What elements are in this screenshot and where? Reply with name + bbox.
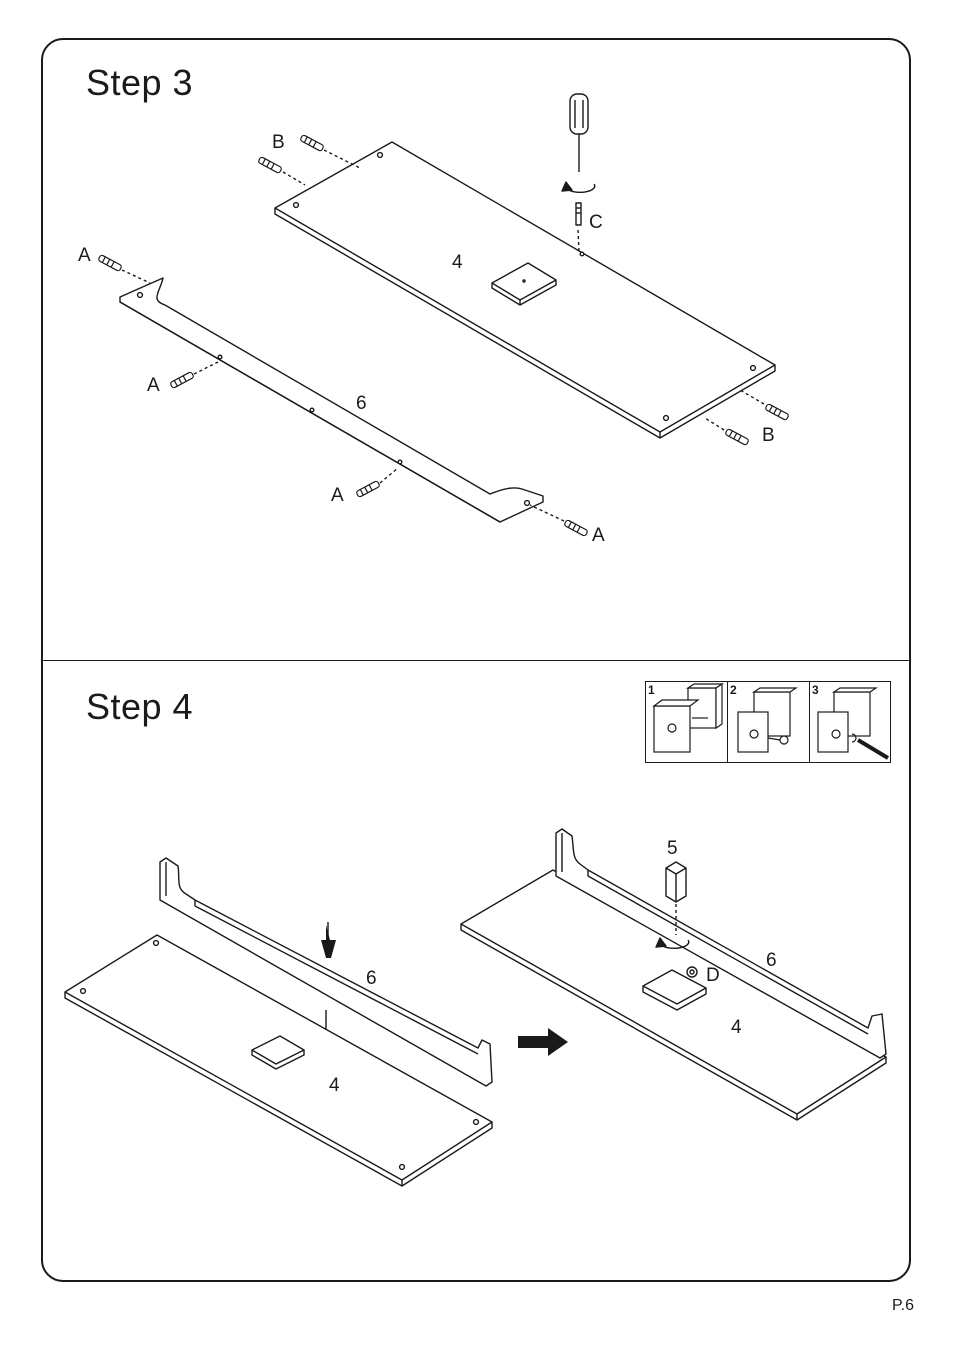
- inset-panel-2: 2: [728, 682, 810, 762]
- label-c: C: [589, 213, 603, 232]
- page-number: P.6: [892, 1297, 914, 1315]
- label-rail-6-right: 6: [766, 951, 777, 970]
- label-a-bottom: A: [331, 486, 344, 505]
- arrow-icon: [518, 1028, 568, 1056]
- label-b-top: B: [272, 133, 285, 152]
- inset-panel-1: 1: [646, 682, 728, 762]
- block-icon: [728, 682, 808, 762]
- detail-inset: 1 2 3: [645, 681, 891, 763]
- label-a-right: A: [592, 526, 605, 545]
- label-b-right: B: [762, 426, 775, 445]
- inset-number: 1: [648, 683, 655, 697]
- label-panel-4-left: 4: [329, 1076, 340, 1095]
- panel-4-left: [65, 935, 492, 1186]
- label-a-top: A: [78, 246, 91, 265]
- label-rail-6-left: 6: [366, 969, 377, 988]
- inset-panel-3: 3: [810, 682, 890, 762]
- label-a-left: A: [147, 376, 160, 395]
- label-rail-6: 6: [356, 394, 367, 413]
- inset-number: 3: [812, 683, 819, 697]
- inset-number: 2: [730, 683, 737, 697]
- label-panel-4: 4: [452, 253, 463, 272]
- panel-4-top: [275, 142, 775, 438]
- step-3-title: Step 3: [86, 62, 193, 104]
- step-4-title: Step 4: [86, 686, 193, 728]
- label-d: D: [706, 966, 720, 985]
- block-icon: [810, 682, 890, 762]
- label-panel-4-right: 4: [731, 1018, 742, 1037]
- label-part-5: 5: [667, 839, 678, 858]
- block-icon: [646, 682, 726, 762]
